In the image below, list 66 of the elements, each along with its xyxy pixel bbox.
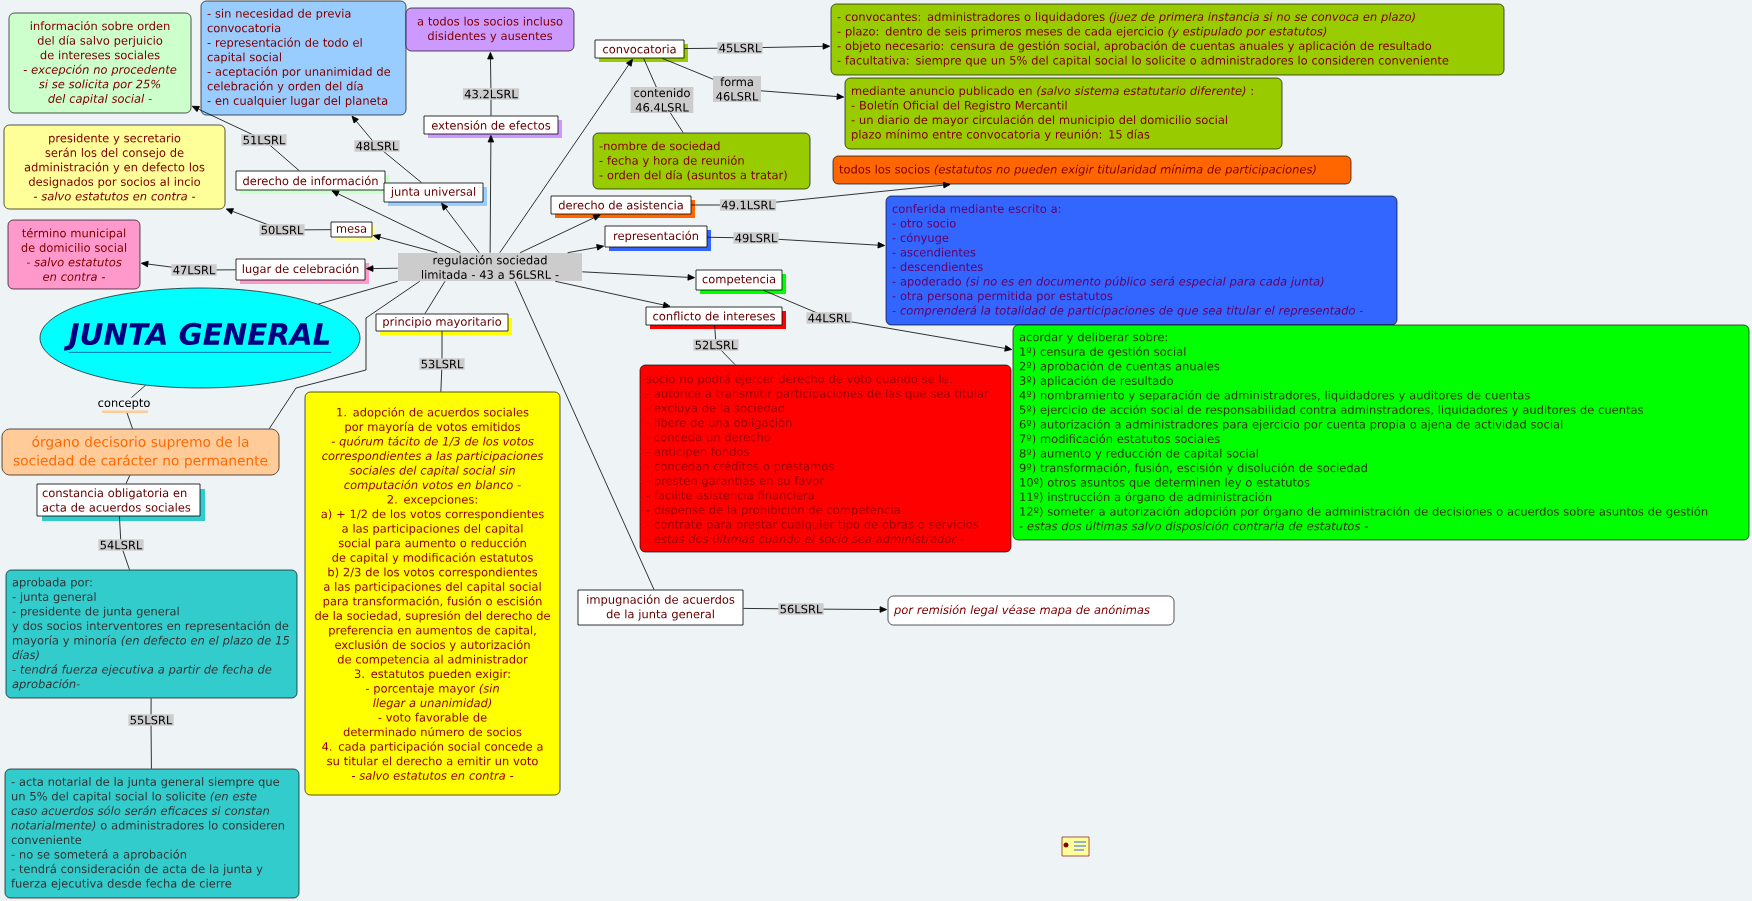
edge-label: 52LSRL	[693, 339, 739, 351]
edge-label: 48LSRL	[354, 140, 400, 152]
note-box: a todos los socios incluso disidentes y ausentes	[405, 7, 575, 52]
arrow	[487, 52, 494, 116]
arrow	[554, 280, 671, 309]
note-box: información sobre orden del día salvo perjuicio de intereses sociales - excepción no procedente si se solicita por 25% del capital social -	[8, 12, 192, 114]
arrow	[366, 265, 399, 272]
edge-label: 43.2LSRL	[462, 88, 520, 100]
arrow	[487, 135, 495, 254]
arrow	[441, 202, 480, 254]
topic-box: junta universal	[383, 182, 487, 206]
note-box: - acta notarial de la junta general siempre que un 5% del capital social lo solicite (en este caso acuerdos sólo serán eficaces si constan notarialmente) o administradores lo consideren conveniente - no se someterá a aprobación - tendrá consideración de acta de la junta y fuerza ejecutiva desde fecha de cierre	[4, 768, 300, 899]
note-box: acordar y deliberar sobre: 1º) censura de gestión social 2º) aprobación de cuentas anuales 3º) aplicación de resultado 4º) nombramiento y separación de administradores, liquidadores y auditores de cuentas 5º) ejercicio de acción social de responsabilidad contra adminstradores, liquidadores y auditores de cuentas 6º) autorización a administradores para ejercicio por cuenta propia o ajena de actividad social 7º) modificación estatutos sociales 8º) aumento y reducción de capital social 9º) transformación, fusión, escisión y disolución de sociedad 10º) otros asuntos que determinen ley o estatutos 11º) instrucción a órgano de administración 12º) someter a autorización adopción por órgano de administración de decisiones o acuerdos sobre asuntos de gestión - estas dos últimas salvo disposición contraria de estatutos -	[1012, 324, 1750, 541]
topic-box: competencia	[695, 269, 786, 294]
arrow	[331, 190, 461, 254]
topic-box: derecho de información	[235, 170, 389, 194]
edge-label: 45LSRL	[717, 42, 763, 54]
note-box: - convocantes: administradores o liquidadores (juez de primera instancia si no se convoca en plazo) - plazo: dentro de seis primeros meses de cada ejercicio (y estipulado por estatutos) - objeto necesario: censura de gestión social, aprobación de cuentas anuales y aplicación de resultado - facultativa: siempre que un 5% del capital social lo solicite o administradores lo consideren conveniente	[830, 3, 1505, 76]
edge-label: 50LSRL	[259, 224, 305, 236]
note-box: aprobada por: - junta general - presidente de junta general y dos socios interventores en representación de mayoría y minoría (en defecto en el plazo de 15 días) - tendrá fuerza ejecutiva a partir de fecha de aprobación-	[5, 569, 298, 699]
note-box: 1. adopción de acuerdos sociales por mayoría de votos emitidos - quórum tácito de 1/3 de los votos correspondientes a las participaciones sociales del capital social sin computación votos en blanco - 2. excepciones: a) + 1/2 de los votos correspondientes a las participaciones del capital social para aumento o reducción de capital y modificación estatutos b) 2/3 de los votos correspondientes a las participaciones del capital social para transformación, fusión o escisión de la sociedad, supresión del derecho de preferencia en aumentos de capital, exclusión de socios y autorización de competencia al administrador 3. estatutos pueden exigir: - porcentaje mayor (sin llegar a unanimidad) - voto favorable de determinado número de socios 4. cada participación social concede a su titular el derecho a emitir un voto - salvo estatutos en contra -	[304, 391, 561, 796]
note-box: conferida mediante escrito a: - otro socio - cónyuge - ascendientes - descendientes - apoderado (si no es en documento público será especial para cada junta) - otra persona permitida por estatutos - comprenderá la totalidad de participaciones de que sea titular el representado -	[885, 195, 1398, 326]
arrow	[519, 214, 601, 254]
note-box: por remisión legal véase mapa de anónimas	[887, 595, 1175, 626]
topic-box: constancia obligatoria en acta de acuerdos sociales	[36, 483, 205, 521]
connector	[125, 474, 131, 484]
topic-box: conflicto de intereses	[645, 306, 786, 329]
note-box: - sin necesidad de previa convocatoria - representación de todo el capital social - aceptación por unanimidad de celebración y orden del día - en cualquier lugar del planeta	[200, 0, 407, 116]
topic-box: mesa	[330, 221, 376, 241]
topic-box: impugnación de acuerdos de la junta general	[577, 589, 744, 626]
edge-label: 51LSRL	[241, 134, 287, 146]
edge-label: concepto	[96, 397, 152, 413]
note-box: término municipal de domicilio social - salvo estatutos en contra -	[7, 219, 141, 290]
topic-box: convocatoria	[594, 39, 688, 62]
edge-label: 54LSRL	[98, 539, 144, 551]
central-topic-box: regulación sociedad limitada - 43 a 56LSRL -	[398, 253, 582, 281]
topic-box: representación	[604, 225, 711, 251]
note-box: presidente y secretario serán los del consejo de administración y en defecto los designados por socios al incio - salvo estatutos en contra -	[3, 124, 226, 210]
note-box: socio no podrá ejercer derecho de voto cuando se le: - autorice a transmitir participaciones de las que sea titular - excluya de la sociedad - libere de una obligación - conceda un derecho - anticipen fondos - concedan créditos o préstamos - presten garantías en su favor - facilite asistencia financiera - dispense de la prohibición de competencia - contrate para prestar cualquier tipo de obras o servicios - estas dos últimas cuando el socio sea administrador -	[639, 364, 1012, 553]
arrow	[499, 58, 633, 254]
edge-label: forma 46LSRL	[713, 75, 761, 103]
connector	[317, 280, 399, 305]
topic-box: extensión de efectos	[423, 115, 562, 138]
arrow	[191, 105, 300, 171]
edge-label: 56LSRL	[778, 603, 824, 615]
edge-label: 55LSRL	[128, 714, 174, 726]
edge-label: 49LSRL	[733, 232, 779, 244]
edge-label: 47LSRL	[171, 264, 217, 276]
topic-box: lugar de celebración	[235, 258, 369, 284]
definition-box: órgano decisorio supremo de la sociedad de carácter no permanente	[1, 428, 280, 476]
note-box: mediante anuncio publicado en (salvo sistema estatutario diferente) : - Boletín Oficial del Registro Mercantil - un diario de mayor circulación del municipio del domicilio social plazo mínimo entre convocatoria y reunión: 15 días	[844, 77, 1283, 150]
topic-box: principio mayoritario	[375, 313, 512, 335]
connector	[150, 697, 152, 770]
arrow	[581, 271, 695, 281]
connector	[424, 280, 446, 314]
edge-label: 44LSRL	[806, 312, 852, 324]
edge-label: 53LSRL	[419, 358, 465, 370]
topic-box: derecho de asistencia	[550, 195, 695, 218]
edge-label: 49.1LSRL	[719, 199, 777, 211]
note-box: todos los socios (estatutos no pueden exigir titularidad mínima de participaciones)	[832, 155, 1352, 185]
arrow	[351, 115, 422, 183]
connector	[268, 280, 421, 430]
note-box: -nombre de sociedad - fecha y hora de reunión - orden del día (asuntos a tratar)	[592, 132, 811, 190]
connector	[514, 280, 655, 590]
arrow	[373, 234, 438, 254]
arrow	[567, 244, 604, 254]
